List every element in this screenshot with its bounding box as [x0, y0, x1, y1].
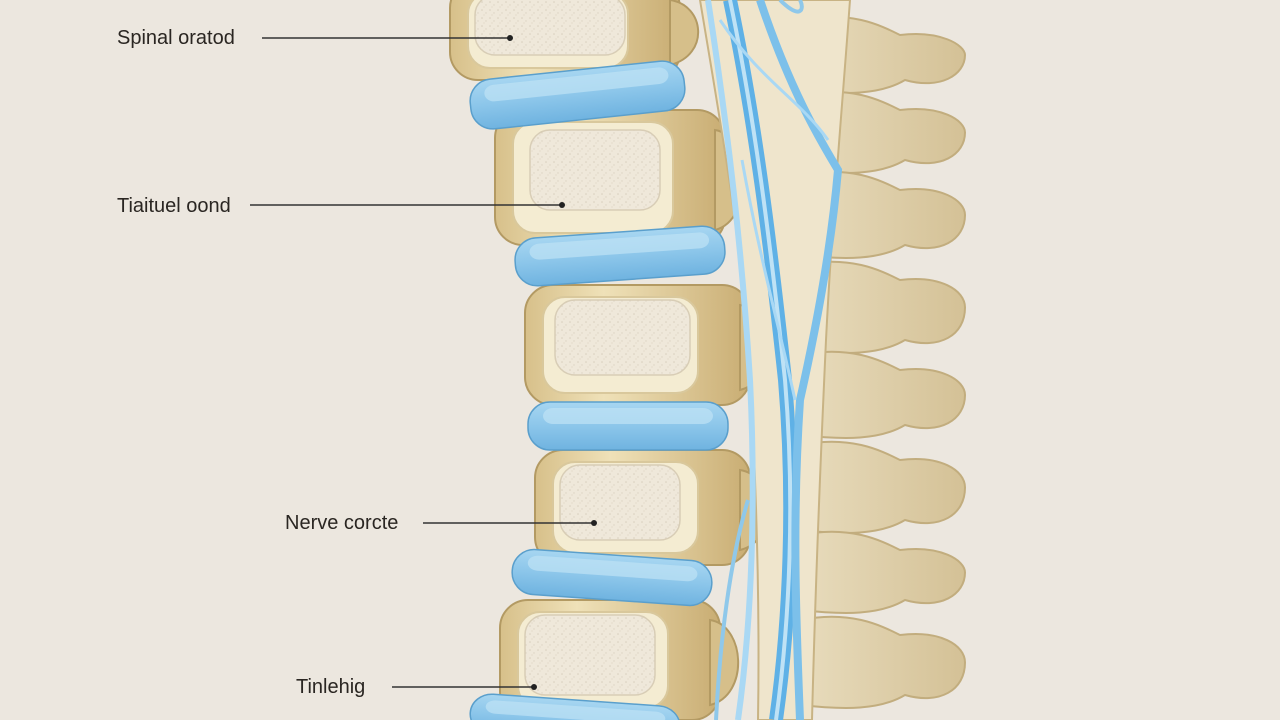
- label-3-text: Nerve corcte: [285, 512, 398, 534]
- vertebral-column: [449, 0, 770, 720]
- label-3: Nerve corcte: [285, 512, 597, 534]
- label-1-text: Spinal oratod: [117, 27, 235, 49]
- cord-outer-nerve: [705, 0, 756, 720]
- spinous-process-5: [799, 350, 967, 439]
- cord-fine-nerve-2: [740, 159, 797, 401]
- spinous-process-6: [799, 440, 967, 534]
- intervertebral-disc-3: [527, 401, 729, 451]
- label-4-text: Tinlehig: [296, 676, 365, 698]
- label-2: Tiaituel oond: [117, 195, 565, 217]
- label-2-dot: [559, 202, 565, 208]
- cord-fine-nerve-1: [718, 19, 830, 141]
- label-4: Tinlehig: [296, 676, 537, 698]
- intervertebral-disc-3-highlight: [543, 408, 713, 424]
- vertebra-3: [524, 284, 770, 406]
- labels: Spinal oratod Tiaituel oond Nerve corcte…: [117, 27, 597, 698]
- vertebra-2: [494, 109, 745, 246]
- intervertebral-disc-2: [514, 225, 726, 287]
- spinal-cord: [698, 0, 852, 720]
- intervertebral-disc-5-highlight: [485, 700, 666, 720]
- vertebra-1-pedicle: [669, 0, 700, 67]
- label-2-text: Tiaituel oond: [117, 195, 231, 217]
- spinous-process-7: [799, 530, 967, 614]
- vertebra-5-marrow: [524, 614, 656, 696]
- spinous-process-3: [799, 170, 967, 259]
- spinous-process-4: [799, 260, 967, 354]
- intervertebral-disc-2-highlight: [529, 232, 710, 260]
- vertebra-4: [534, 449, 770, 566]
- intervertebral-disc-1: [469, 60, 686, 130]
- vertebra-4-marrow: [559, 464, 681, 541]
- label-1-dot: [507, 35, 513, 41]
- label-4-dot: [531, 684, 537, 690]
- spinous-process-8: [799, 615, 967, 709]
- spinous-processes: [799, 15, 967, 709]
- intervertebral-disc-1-highlight: [484, 67, 669, 102]
- vertebra-3-marrow: [554, 299, 691, 376]
- vertebra-1-marrow: [474, 0, 626, 56]
- label-3-dot: [591, 520, 597, 526]
- vertebra-1: [449, 0, 700, 81]
- cord-fine-nerve-4: [778, 0, 804, 14]
- intervertebral-disc-4-highlight: [527, 555, 698, 582]
- intervertebral-disc-5: [469, 693, 681, 720]
- cord-fine-nerve-3: [714, 499, 750, 720]
- vertebra-2-marrow: [529, 129, 661, 211]
- cord-main-nerve-highlight: [728, 0, 793, 720]
- label-1: Spinal oratod: [117, 27, 513, 49]
- intervertebral-disc-4: [511, 548, 713, 607]
